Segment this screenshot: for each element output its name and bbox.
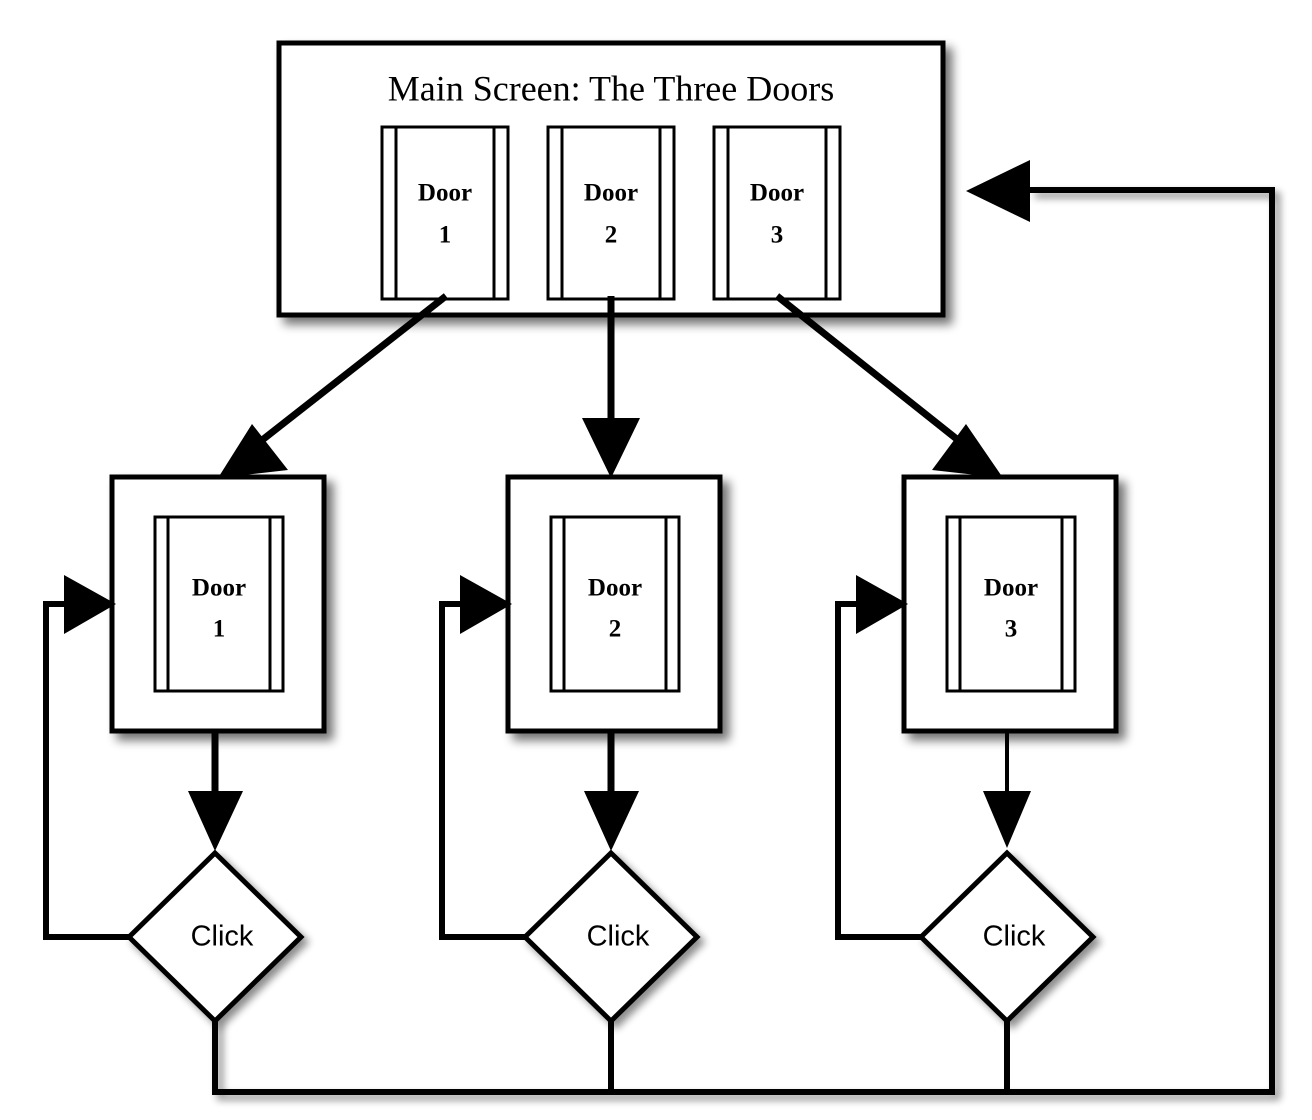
door-screen-3-door-glyph[interactable]: Door 3 <box>945 515 1077 693</box>
click-1-arrowhead-icon <box>188 791 243 851</box>
door-screen-2-door-glyph[interactable]: Door 2 <box>549 515 681 693</box>
main-door-3[interactable]: Door 3 <box>712 125 842 301</box>
click-decision-3[interactable] <box>917 849 1097 1025</box>
edge-screen-1-to-click-1 <box>188 731 243 851</box>
main-door-2[interactable]: Door 2 <box>546 125 676 301</box>
door-screen-3-number: 3 <box>1005 616 1018 643</box>
edge-screen-2-to-click-2 <box>584 731 639 851</box>
self-loop-edge-2 <box>439 575 525 940</box>
self-loop-edge-3 <box>835 575 921 940</box>
door-screen-3-name: Door <box>984 575 1038 602</box>
main-door-1-number: 1 <box>439 222 452 249</box>
door-screen-2-name: Door <box>588 575 642 602</box>
self-loop-2-arrowhead-icon <box>460 575 512 634</box>
edge-1-arrowhead-icon <box>218 424 288 478</box>
self-loop-edge-1 <box>43 575 129 940</box>
edge-screen-3-to-click-3 <box>983 731 1031 848</box>
door-screen-1-number: 1 <box>213 616 226 643</box>
main-door-2-name: Door <box>584 180 638 207</box>
main-door-2-number: 2 <box>605 222 618 249</box>
click-decision-1-label: Click <box>191 921 254 953</box>
click-3-arrowhead-icon <box>983 791 1031 848</box>
edge-3-arrowhead-icon <box>932 424 1003 478</box>
door-screen-1-name: Door <box>192 575 246 602</box>
global-return-loop-edge <box>212 160 1275 1095</box>
self-loop-3-arrowhead-icon <box>856 575 908 634</box>
main-door-1-name: Door <box>418 180 472 207</box>
edge-main-door-1-to-screen-1 <box>218 293 449 478</box>
main-door-1[interactable]: Door 1 <box>380 125 510 301</box>
click-2-arrowhead-icon <box>584 791 639 851</box>
main-screen-title: Main Screen: The Three Doors <box>388 68 835 108</box>
door-screen-2-number: 2 <box>609 616 622 643</box>
return-arrowhead-icon <box>966 160 1030 222</box>
self-loop-1-arrowhead-icon <box>64 575 116 634</box>
edge-main-door-2-to-screen-2 <box>582 296 640 478</box>
main-door-3-name: Door <box>750 180 804 207</box>
door-screen-1-door-glyph[interactable]: Door 1 <box>153 515 285 693</box>
main-door-3-number: 3 <box>771 222 784 249</box>
click-decision-1[interactable] <box>125 849 305 1025</box>
click-decision-3-label: Click <box>983 921 1046 953</box>
edge-main-door-3-to-screen-3 <box>774 293 1003 478</box>
click-decision-2[interactable] <box>521 849 701 1025</box>
click-decision-2-label: Click <box>587 921 650 953</box>
edge-2-arrowhead-icon <box>582 418 640 478</box>
